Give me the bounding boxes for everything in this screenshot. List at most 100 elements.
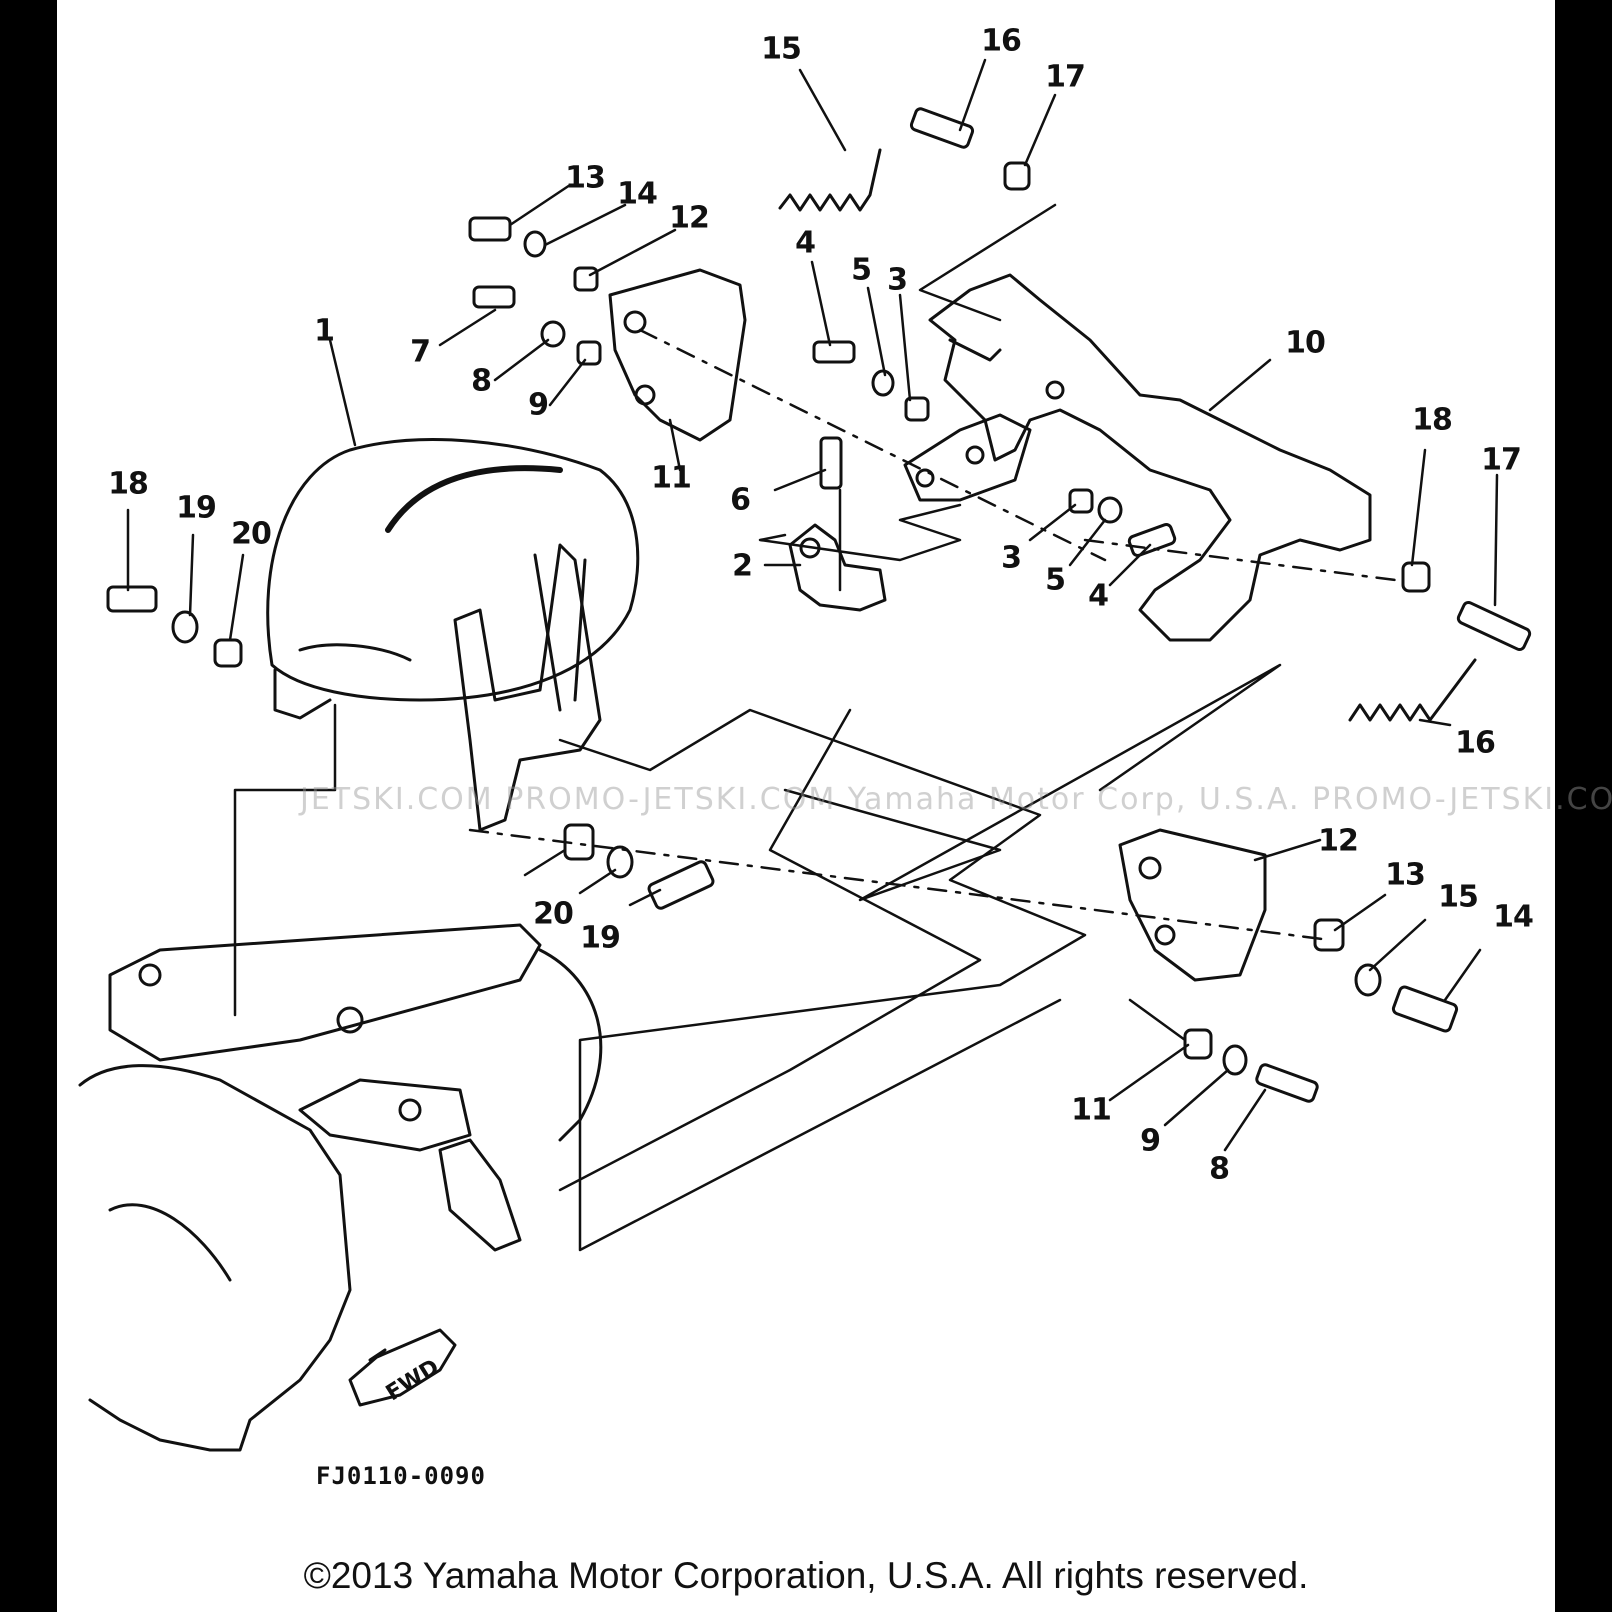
leader-3b xyxy=(1028,503,1077,542)
leader-5b xyxy=(1068,518,1107,567)
leader-13 xyxy=(508,183,572,227)
part-16-pin xyxy=(909,107,975,149)
dash-axis-right xyxy=(1083,538,1397,582)
fwd-arrow xyxy=(348,1328,457,1407)
leader-1 xyxy=(328,338,357,447)
part-17-collar-2 xyxy=(1401,561,1431,593)
leader-9 xyxy=(548,358,587,407)
part-1-cover-edge xyxy=(298,643,412,662)
callout-5: 5 xyxy=(851,252,872,288)
bracket-plate xyxy=(453,543,602,832)
part-15-spring-2 xyxy=(1348,658,1477,722)
guide-line-mid xyxy=(783,663,1282,902)
part-3-collar-2 xyxy=(1068,488,1094,514)
callout-20: 20 xyxy=(231,516,272,552)
callout-15b: 16 xyxy=(1455,725,1496,761)
part-8-washer-2 xyxy=(1222,1044,1248,1076)
pump-lower xyxy=(438,1138,522,1252)
callout-9b: 11 xyxy=(1071,1092,1112,1128)
leader-12 xyxy=(588,228,677,277)
part-2-bracket xyxy=(788,523,887,612)
callout-19: 19 xyxy=(176,490,217,526)
callout-3: 3 xyxy=(887,262,908,298)
leader-17b xyxy=(1410,448,1427,567)
callout-14: 14 xyxy=(617,176,658,212)
part-19-washer xyxy=(171,610,199,644)
callout-2: 2 xyxy=(732,548,753,584)
part-12-collar-2 xyxy=(1313,918,1345,952)
leader-15 xyxy=(798,68,847,152)
leader-18b xyxy=(628,888,662,907)
part-7-pin xyxy=(472,285,516,309)
part-10-tab xyxy=(948,338,1002,362)
callout-1: 1 xyxy=(314,313,335,349)
leader-8b xyxy=(1163,1068,1230,1127)
callout-13b: 14 xyxy=(1493,899,1534,935)
part-1-cover-foot xyxy=(273,668,332,720)
part-14-washer xyxy=(523,230,547,258)
callout-8: 8 xyxy=(471,363,492,399)
pump-ring xyxy=(108,1203,232,1282)
leader-7b xyxy=(1223,1088,1267,1152)
callout-11b: 12 xyxy=(1318,823,1359,859)
part-11-link-upper xyxy=(608,268,747,442)
leader-13b xyxy=(1443,948,1482,1002)
callout-14b: 15 xyxy=(1438,879,1479,915)
part-9-collar xyxy=(576,340,602,366)
guide-line-lower-link xyxy=(1128,998,1187,1042)
leader-4 xyxy=(810,260,832,347)
callout-18: 18 xyxy=(108,466,149,502)
leader-7 xyxy=(438,308,497,347)
leader-4b xyxy=(1108,543,1152,587)
callout-17: 17 xyxy=(1045,59,1086,95)
part-19-washer-2 xyxy=(606,845,634,879)
callout-4b: 4 xyxy=(1088,578,1109,614)
callout-9: 9 xyxy=(528,387,549,423)
part-18-bolt xyxy=(106,585,158,613)
callout-12b: 13 xyxy=(1385,857,1426,893)
bracket-rib-2 xyxy=(573,558,587,702)
callout-3b: 3 xyxy=(1001,540,1022,576)
pump-mount-arm xyxy=(108,923,542,1062)
leader-14 xyxy=(543,203,627,247)
leader-6 xyxy=(773,468,827,492)
callout-17b: 18 xyxy=(1412,402,1453,438)
guide-line-lower xyxy=(558,708,982,1192)
pump-mount-arm-2 xyxy=(298,1078,472,1152)
leader-10 xyxy=(1208,358,1272,412)
watermark: JETSKI.COM PROMO-JETSKI.COM Yamaha Motor… xyxy=(300,782,1612,817)
part-7-pin-2 xyxy=(1255,1063,1319,1103)
leader-15b xyxy=(1418,718,1452,727)
leader-11b xyxy=(1253,838,1322,862)
part-15-spring xyxy=(778,148,882,212)
leader-17 xyxy=(1023,93,1057,167)
part-4-bolt xyxy=(812,340,856,364)
leader-14b xyxy=(1368,918,1427,972)
leader-9b xyxy=(1108,1043,1190,1102)
callout-16b: 17 xyxy=(1481,442,1522,478)
center-arm-hole xyxy=(915,468,935,488)
part-3-collar xyxy=(904,396,930,422)
bracket-rib xyxy=(533,553,562,712)
center-arm-hole-2 xyxy=(965,445,985,465)
part-16-pin-2 xyxy=(1456,600,1532,652)
part-18-bolt-2 xyxy=(647,860,715,910)
part-9-collar-2 xyxy=(1183,1028,1213,1060)
pump-flange xyxy=(538,948,603,1142)
leader-16b xyxy=(1493,473,1499,607)
callout-18b: 19 xyxy=(580,920,621,956)
diagram-sheet xyxy=(57,0,1555,1612)
part-8-washer xyxy=(540,320,566,348)
pump-body xyxy=(78,1064,352,1452)
callout-13: 13 xyxy=(565,160,606,196)
part-12-collar xyxy=(573,266,599,292)
callout-19b: 20 xyxy=(533,896,574,932)
part-1-cover xyxy=(266,438,640,702)
part-20-collar xyxy=(213,638,243,668)
leader-16 xyxy=(958,58,987,132)
callout-12: 12 xyxy=(669,200,710,236)
leader-19b xyxy=(578,868,617,895)
leader-3 xyxy=(898,293,912,402)
callout-11: 11 xyxy=(651,460,692,496)
